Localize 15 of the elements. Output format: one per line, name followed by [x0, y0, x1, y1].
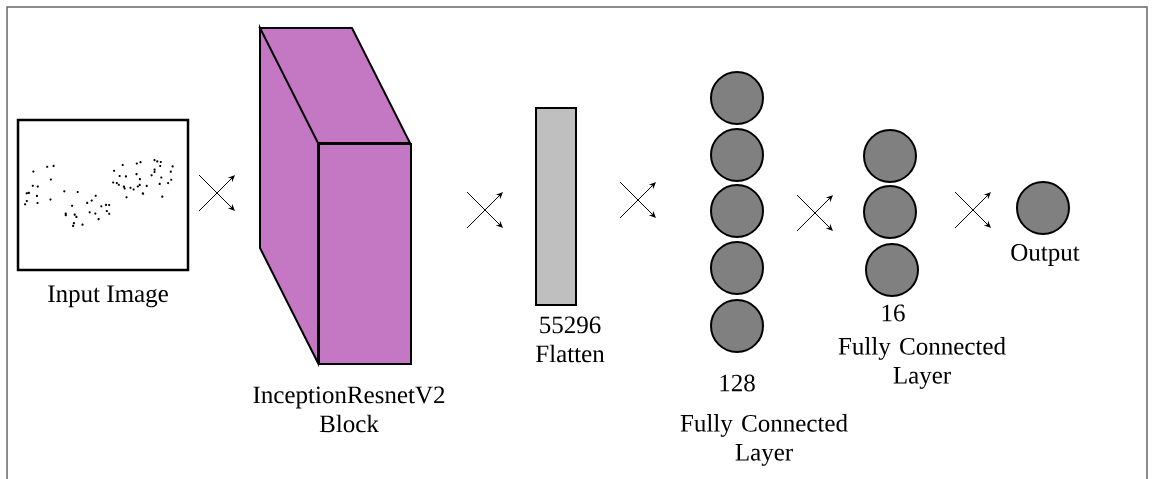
layer-label: Fully Connected Layer	[680, 414, 848, 466]
neuron-circle	[863, 185, 917, 239]
node-label: InceptionResnetV2 Block	[253, 386, 445, 433]
neuron-circle	[710, 299, 764, 353]
neuron-circle	[710, 128, 764, 182]
neuron-circle	[863, 129, 917, 183]
layer-label: Fully Connected Layer	[838, 337, 1006, 389]
neuron-circle	[710, 71, 764, 125]
neuron-circle	[865, 243, 919, 297]
layer-label: 16	[882, 304, 905, 322]
node-label: 55296 Flatten	[536, 316, 605, 363]
neuron-circle	[1016, 181, 1070, 235]
node-label: Input Image	[48, 285, 168, 308]
neuron-circle	[710, 241, 764, 295]
neuron-circle	[710, 184, 764, 238]
